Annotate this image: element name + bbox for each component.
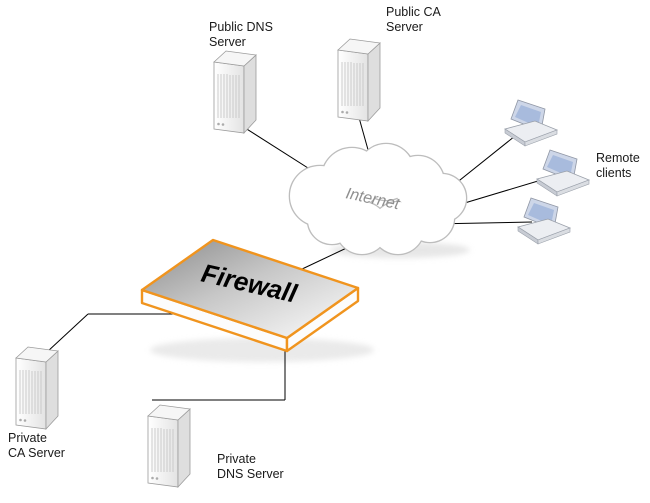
remote-client-laptop-2	[536, 149, 590, 197]
public-dns-server-icon	[213, 50, 257, 134]
remote-client-laptop-3	[517, 197, 571, 245]
firewall-shadow	[150, 338, 374, 362]
firewall-node: Firewall	[140, 238, 360, 353]
public-ca-label-line2: Server	[386, 20, 423, 34]
private-ca-label-line1: Private	[8, 431, 47, 445]
private-dns-label-line2: DNS Server	[217, 467, 284, 481]
private-ca-label-line2: CA Server	[8, 446, 65, 460]
public-dns-label-line1: Public DNS	[209, 20, 273, 34]
link-private-ca-lan	[46, 313, 89, 353]
public-ca-label-line1: Public CA	[386, 5, 442, 19]
public-ca-server-icon	[337, 38, 381, 122]
remote-clients-label-line1: Remote	[596, 151, 640, 165]
firewall-top	[140, 238, 360, 340]
private-dns-server-icon	[147, 404, 191, 488]
remote-client-laptop-1	[504, 99, 558, 147]
public-dns-label-line2: Server	[209, 35, 246, 49]
private-dns-label-line1: Private	[217, 452, 256, 466]
remote-clients-label-line2: clients	[596, 166, 631, 180]
internet-node: Internet	[288, 142, 468, 256]
labels: Public DNS Server Public CA Server Remot…	[8, 5, 640, 481]
private-ca-server-icon	[15, 346, 59, 430]
